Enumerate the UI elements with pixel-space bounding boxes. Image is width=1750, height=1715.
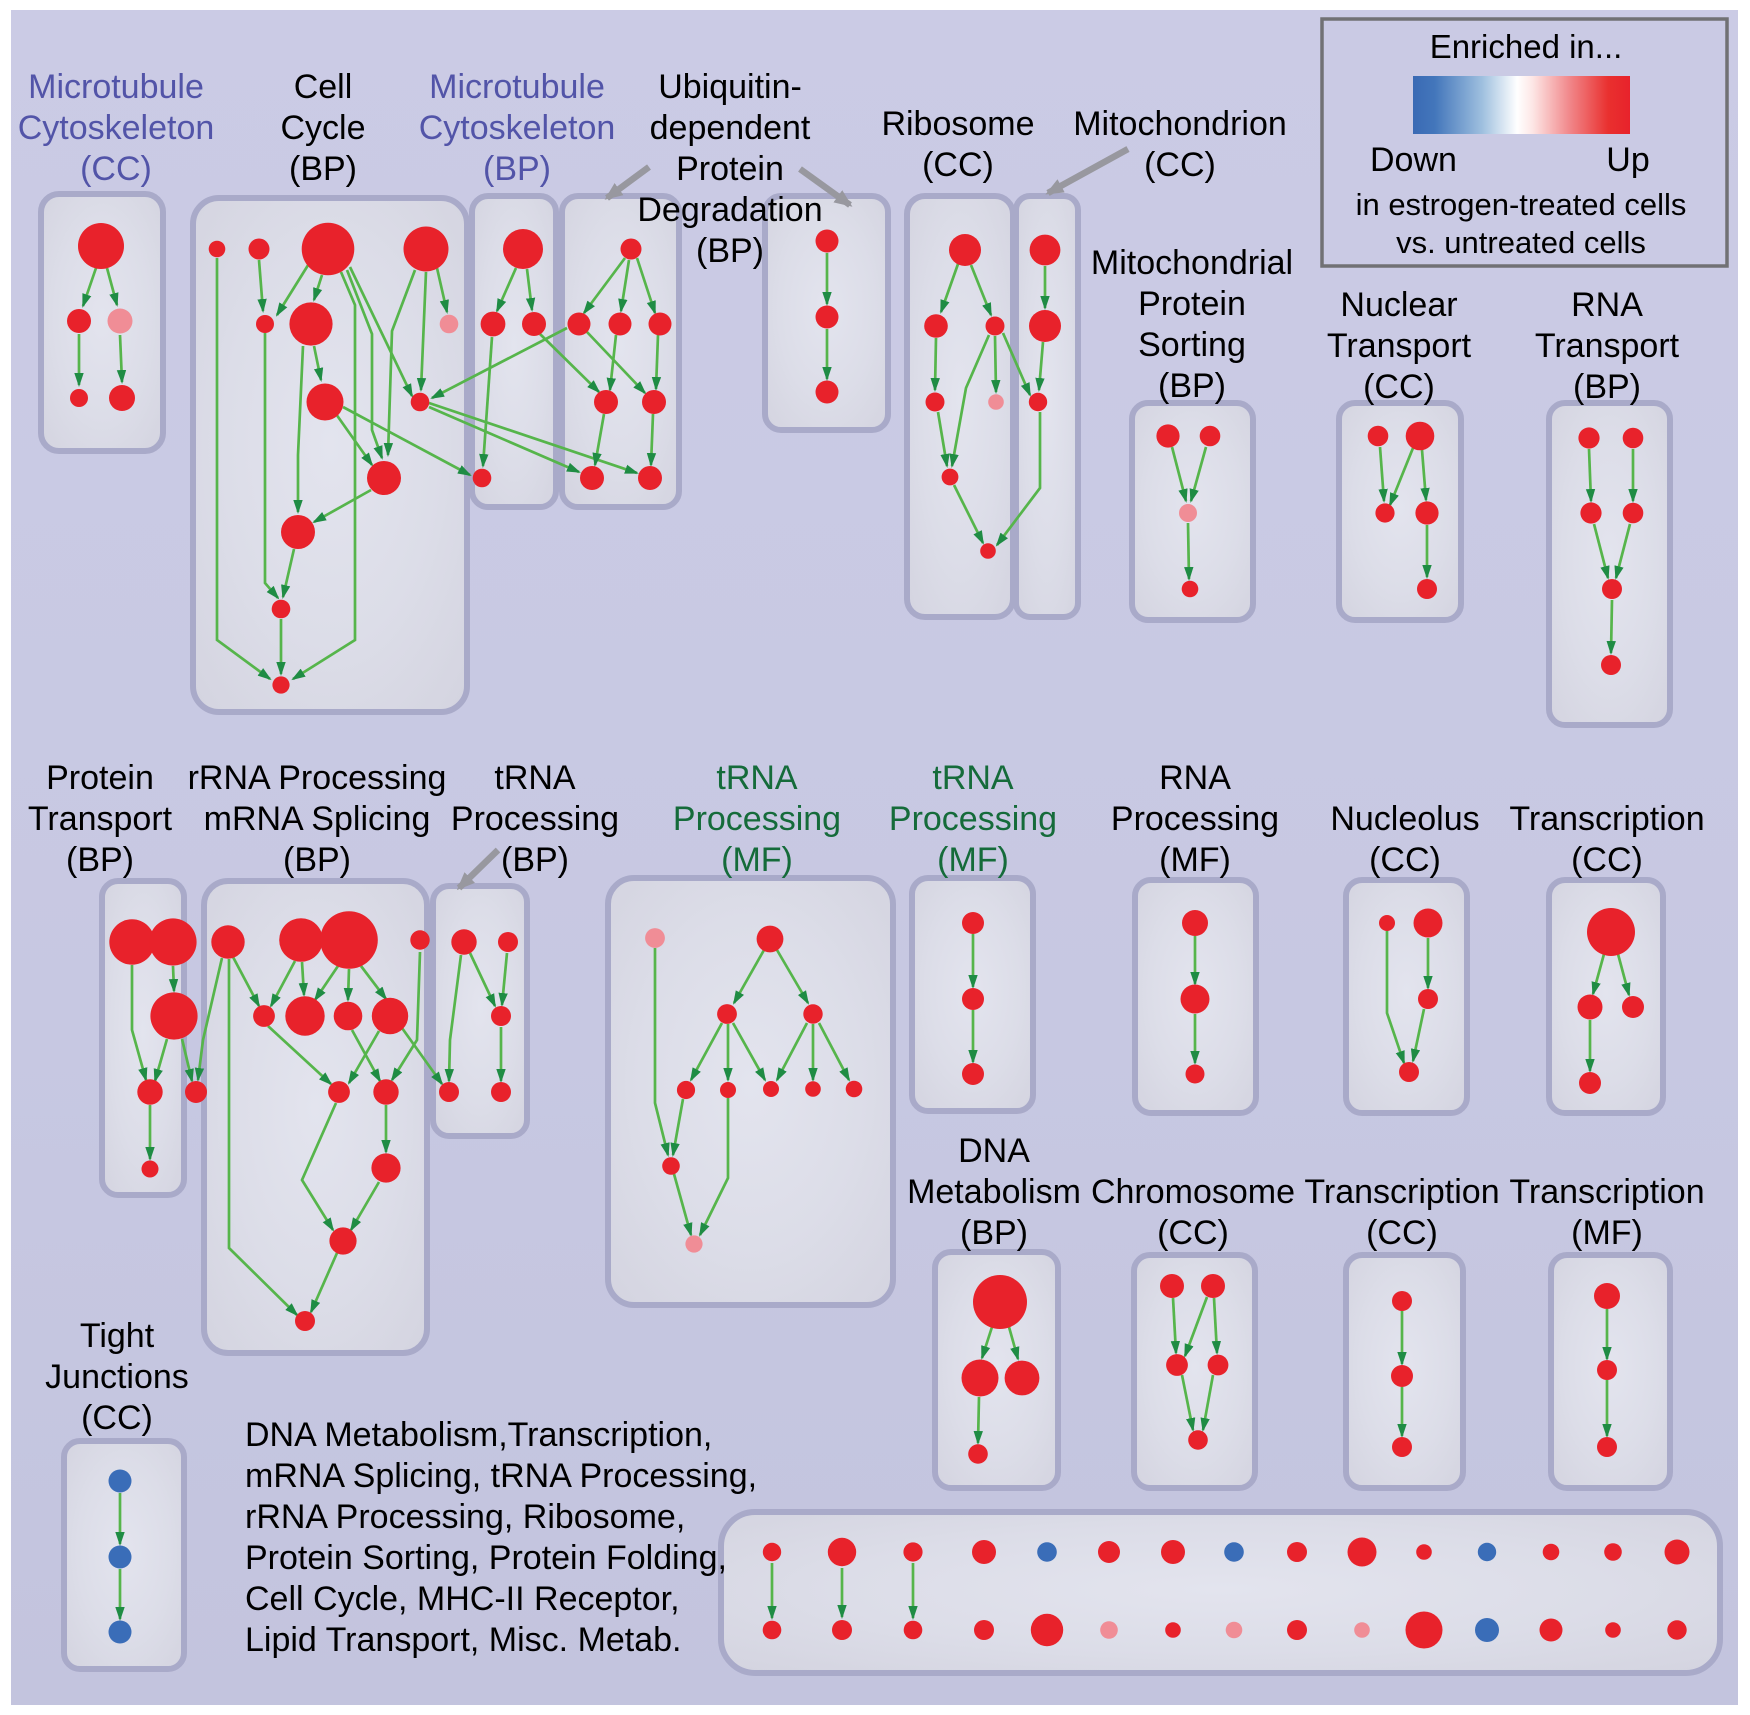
svg-text:Processing: Processing: [1111, 800, 1279, 838]
svg-text:Junctions: Junctions: [45, 1358, 189, 1396]
svg-text:rRNA Processing: rRNA Processing: [188, 759, 447, 797]
svg-text:Chromosome: Chromosome: [1091, 1173, 1295, 1211]
svg-text:(CC): (CC): [1363, 368, 1435, 406]
svg-text:Nuclear: Nuclear: [1340, 286, 1457, 324]
svg-text:(CC): (CC): [81, 1399, 153, 1437]
svg-text:Microtubule: Microtubule: [28, 68, 204, 106]
svg-text:Transport: Transport: [1535, 327, 1680, 365]
svg-text:Processing: Processing: [673, 800, 841, 838]
svg-text:(BP): (BP): [289, 150, 357, 188]
svg-text:Processing: Processing: [889, 800, 1057, 838]
svg-text:Transcription: Transcription: [1509, 800, 1704, 838]
svg-text:(CC): (CC): [1571, 841, 1643, 879]
svg-text:Cytoskeleton: Cytoskeleton: [419, 109, 616, 147]
svg-text:Down: Down: [1370, 141, 1457, 179]
svg-text:Enriched in...: Enriched in...: [1430, 28, 1623, 65]
svg-text:in estrogen-treated cells: in estrogen-treated cells: [1356, 187, 1687, 222]
svg-text:Mitochondrion: Mitochondrion: [1073, 105, 1287, 143]
svg-text:Sorting: Sorting: [1138, 326, 1246, 364]
svg-text:(CC): (CC): [1369, 841, 1441, 879]
svg-text:Cell Cycle, MHC-II Receptor,: Cell Cycle, MHC-II Receptor,: [245, 1580, 680, 1618]
svg-text:(MF): (MF): [1571, 1214, 1643, 1252]
svg-text:RNA: RNA: [1571, 286, 1643, 324]
svg-text:Transport: Transport: [28, 800, 173, 838]
svg-text:Nucleolus: Nucleolus: [1330, 800, 1479, 838]
svg-text:Lipid Transport, Misc. Metab.: Lipid Transport, Misc. Metab.: [245, 1621, 682, 1659]
svg-text:Cell: Cell: [294, 68, 353, 106]
svg-text:Cycle: Cycle: [280, 109, 365, 147]
svg-text:Tight: Tight: [80, 1317, 155, 1355]
svg-text:mRNA Splicing, tRNA Processing: mRNA Splicing, tRNA Processing,: [245, 1457, 757, 1495]
svg-text:(CC): (CC): [1157, 1214, 1229, 1252]
svg-text:RNA: RNA: [1159, 759, 1231, 797]
svg-text:(MF): (MF): [937, 841, 1009, 879]
svg-text:Up: Up: [1606, 141, 1649, 179]
svg-text:DNA Metabolism,Transcription,: DNA Metabolism,Transcription,: [245, 1416, 712, 1454]
svg-text:(BP): (BP): [1158, 367, 1226, 405]
svg-text:Mitochondrial: Mitochondrial: [1091, 244, 1293, 282]
svg-text:Protein: Protein: [46, 759, 154, 797]
svg-text:Ribosome: Ribosome: [881, 105, 1034, 143]
svg-text:(BP): (BP): [1573, 368, 1641, 406]
svg-text:Processing: Processing: [451, 800, 619, 838]
svg-text:(BP): (BP): [696, 232, 764, 270]
svg-text:(CC): (CC): [80, 150, 152, 188]
svg-text:Transport: Transport: [1327, 327, 1472, 365]
svg-text:(MF): (MF): [1159, 841, 1231, 879]
svg-text:Protein Sorting, Protein Foldi: Protein Sorting, Protein Folding,: [245, 1539, 727, 1577]
svg-text:Degradation: Degradation: [637, 191, 822, 229]
svg-text:(BP): (BP): [960, 1214, 1028, 1252]
svg-text:(CC): (CC): [922, 146, 994, 184]
svg-text:Cytoskeleton: Cytoskeleton: [18, 109, 215, 147]
svg-text:Ubiquitin-: Ubiquitin-: [658, 68, 802, 106]
svg-text:(BP): (BP): [501, 841, 569, 879]
svg-text:(BP): (BP): [66, 841, 134, 879]
svg-text:(MF): (MF): [721, 841, 793, 879]
svg-text:(CC): (CC): [1366, 1214, 1438, 1252]
svg-text:Metabolism: Metabolism: [907, 1173, 1081, 1211]
svg-text:tRNA: tRNA: [494, 759, 576, 797]
svg-text:(BP): (BP): [283, 841, 351, 879]
svg-text:rRNA Processing, Ribosome,: rRNA Processing, Ribosome,: [245, 1498, 685, 1536]
svg-text:DNA: DNA: [958, 1132, 1030, 1170]
svg-text:Microtubule: Microtubule: [429, 68, 605, 106]
svg-text:tRNA: tRNA: [716, 759, 798, 797]
svg-text:Protein: Protein: [676, 150, 784, 188]
svg-text:Transcription: Transcription: [1509, 1173, 1704, 1211]
svg-text:Protein: Protein: [1138, 285, 1246, 323]
svg-text:Transcription: Transcription: [1304, 1173, 1499, 1211]
svg-text:mRNA Splicing: mRNA Splicing: [204, 800, 431, 838]
svg-text:tRNA: tRNA: [932, 759, 1014, 797]
svg-text:(BP): (BP): [483, 150, 551, 188]
svg-text:(CC): (CC): [1144, 146, 1216, 184]
svg-text:vs. untreated cells: vs. untreated cells: [1396, 225, 1646, 260]
svg-text:dependent: dependent: [650, 109, 811, 147]
